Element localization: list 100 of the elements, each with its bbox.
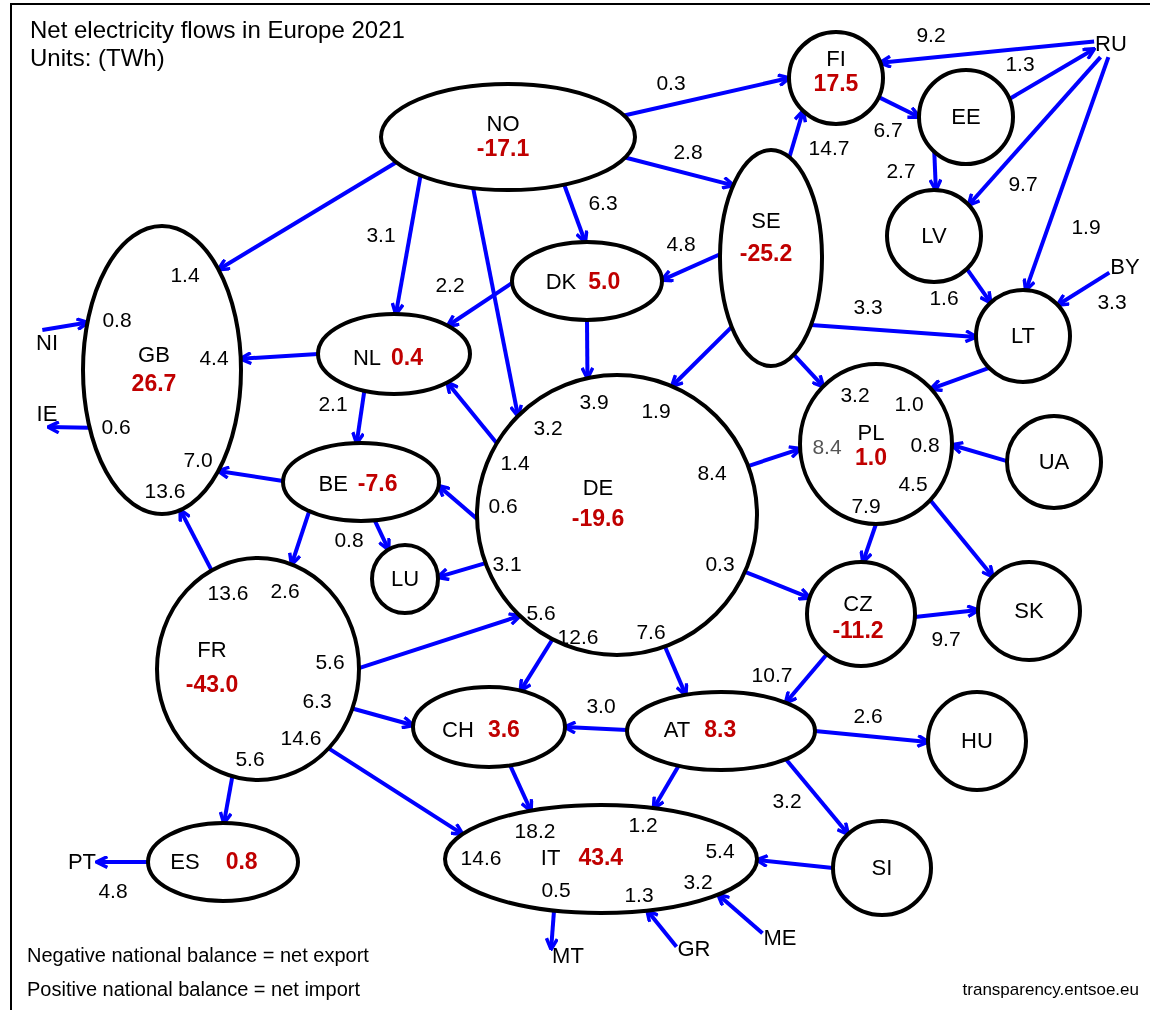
country-code: PT	[67, 849, 97, 875]
flow-value: 5.6	[235, 747, 265, 771]
flow-arrow	[94, 854, 148, 870]
flow-value: 4.8	[666, 232, 696, 256]
country-code: BE	[318, 471, 348, 497]
country-ellipse	[316, 312, 472, 396]
country-circle	[798, 362, 954, 526]
country-code: PL	[857, 421, 885, 446]
flow-value: 13.6	[207, 581, 249, 605]
country-ellipse	[510, 240, 664, 322]
flow-value: 0.8	[102, 308, 132, 332]
country-circle	[805, 560, 917, 668]
country-code: HU	[961, 728, 993, 754]
country-code: DK	[545, 269, 577, 295]
source-text: transparency.entsoe.eu	[962, 980, 1139, 1000]
country-code: ME	[763, 925, 797, 951]
flow-arrow	[784, 757, 851, 837]
flow-arrow	[928, 498, 995, 579]
country-ellipse	[625, 690, 817, 772]
flow-arrow	[966, 55, 1103, 208]
note-text: Negative national balance = net export	[27, 944, 369, 966]
balance-value: -11.2	[832, 618, 884, 644]
flow-value: 8.4	[697, 461, 727, 485]
flow-value: 5.6	[526, 601, 556, 625]
flow-value: 0.8	[334, 528, 364, 552]
flow-value: 13.6	[144, 479, 186, 503]
country-ellipse	[411, 685, 567, 769]
flow-value: 3.3	[1097, 290, 1127, 314]
flow-arrow	[518, 638, 555, 693]
country-code: EE	[951, 104, 981, 130]
balance-value: -25.2	[739, 241, 793, 267]
balance-value: 17.5	[813, 71, 859, 97]
flow-value: 8.4	[812, 435, 842, 459]
flow-value: 3.2	[683, 870, 713, 894]
country-code: LT	[1011, 323, 1035, 349]
country-circle	[976, 560, 1082, 662]
flow-value: 0.3	[705, 552, 735, 576]
balance-value: 3.6	[487, 717, 520, 743]
flow-arrow	[216, 160, 398, 272]
flow-value: 2.6	[853, 704, 883, 728]
flow-value: 1.2	[628, 813, 658, 837]
balance-value: 43.4	[578, 845, 624, 871]
flow-value: 4.5	[898, 472, 928, 496]
balance-value: -7.6	[357, 471, 398, 497]
flow-value: 5.4	[705, 839, 735, 863]
flow-value: 0.6	[101, 415, 131, 439]
country-code: NL	[352, 345, 382, 371]
flow-value: 0.5	[541, 878, 571, 902]
country-ellipse	[155, 556, 361, 782]
balance-value: -19.6	[571, 506, 625, 532]
balance-value: 1.0	[855, 445, 887, 471]
flow-value: 2.2	[435, 273, 465, 297]
flow-value: 3.0	[586, 694, 616, 718]
flow-value: 7.0	[183, 448, 213, 472]
country-ellipse	[146, 821, 300, 903]
flow-arrow	[787, 108, 808, 158]
country-code: CZ	[843, 592, 873, 617]
flow-value: 3.3	[853, 295, 883, 319]
flow-value: 4.8	[98, 879, 128, 903]
flow-arrow	[445, 380, 499, 445]
country-code: IE	[36, 401, 58, 427]
flow-value: 6.3	[588, 191, 618, 215]
flow-arrow	[783, 653, 829, 705]
balance-value: 0.8	[225, 849, 258, 875]
flow-value: 0.3	[656, 71, 686, 95]
flow-arrow	[792, 353, 826, 389]
flow-value: 1.4	[170, 263, 200, 287]
country-code: MT	[552, 943, 584, 969]
flow-arrow	[716, 892, 764, 935]
country-code: LV	[921, 223, 947, 249]
country-circle	[885, 188, 983, 284]
flow-value: 1.4	[500, 451, 530, 475]
flow-value: 6.7	[873, 118, 903, 142]
balance-value: 5.0	[588, 269, 621, 295]
country-code: UA	[1038, 449, 1070, 475]
country-code: IT	[540, 845, 561, 871]
flow-arrow	[372, 519, 391, 552]
country-code: SE	[751, 209, 781, 234]
flow-value: 10.7	[751, 663, 793, 687]
flow-value: 9.7	[1008, 172, 1038, 196]
country-code: GB	[138, 343, 170, 368]
country-circle	[475, 373, 759, 657]
flow-value: 2.6	[270, 579, 300, 603]
country-ellipse	[81, 224, 243, 516]
country-code: RU	[1095, 31, 1127, 57]
flow-value: 0.6	[488, 494, 518, 518]
country-circle	[1005, 414, 1103, 510]
country-ellipse	[379, 82, 637, 192]
units-note: Units: (TWh)	[30, 44, 165, 72]
flow-arrow	[1055, 270, 1111, 307]
balance-value: -43.0	[185, 672, 239, 698]
flow-value: 1.9	[641, 399, 671, 423]
country-code: AT	[663, 717, 691, 743]
country-circle	[370, 543, 440, 615]
flow-value: 3.1	[492, 552, 522, 576]
flow-value: 2.7	[886, 159, 916, 183]
flow-value: 7.6	[636, 620, 666, 644]
flow-value: 14.7	[808, 136, 850, 160]
flow-value: 1.9	[1071, 215, 1101, 239]
flow-arrow	[965, 267, 993, 305]
